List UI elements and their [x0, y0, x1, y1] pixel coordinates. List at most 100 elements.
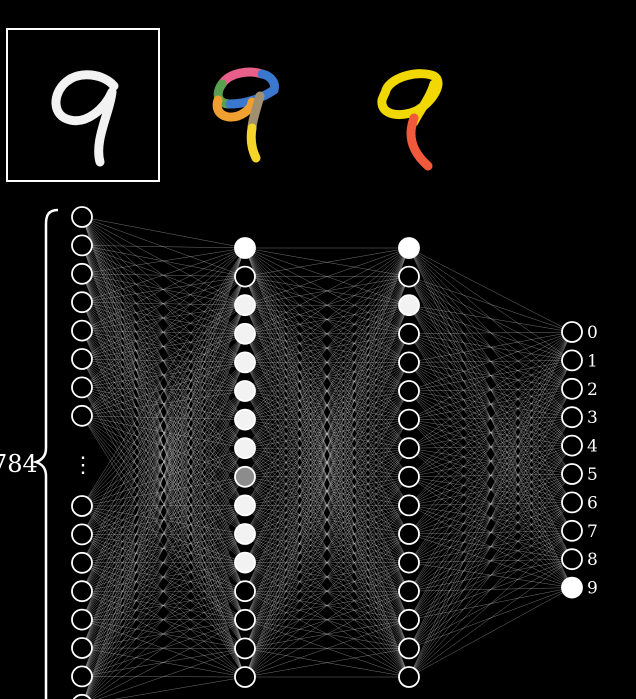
edge [408, 331, 573, 506]
hidden1-neuron [234, 666, 256, 688]
hidden1-neuron [234, 408, 256, 431]
edge [408, 360, 573, 678]
hidden2-neuron [398, 637, 420, 660]
hidden2-neuron [398, 380, 420, 402]
edge [81, 245, 246, 249]
input-neuron [71, 404, 93, 427]
edge [83, 276, 246, 699]
input-neuron [71, 665, 93, 688]
edge [89, 590, 246, 699]
hidden2-neuron [398, 237, 420, 259]
output-label: 1 [587, 351, 598, 371]
edge [408, 388, 573, 678]
edge [84, 305, 246, 699]
edge [85, 476, 246, 699]
edge [408, 247, 573, 333]
hidden2-neuron [398, 580, 420, 603]
edge [81, 247, 246, 563]
edge [81, 415, 246, 592]
edge [244, 247, 410, 649]
input-neuron [71, 319, 93, 342]
input-neuron [71, 580, 93, 603]
edge [408, 331, 573, 335]
edge [81, 247, 246, 416]
hidden2-neuron [398, 437, 420, 460]
output-neuron [561, 406, 583, 429]
edge [408, 445, 573, 678]
hidden1-neuron [234, 523, 256, 545]
input-neuron [71, 551, 93, 574]
edge [81, 247, 246, 303]
edge [244, 247, 410, 678]
edge [408, 331, 573, 620]
edge [408, 331, 573, 592]
input-neuron [71, 348, 93, 370]
hidden1-neuron [234, 294, 256, 317]
edge [81, 247, 246, 649]
edge [408, 558, 573, 678]
edge [244, 505, 410, 678]
edge [244, 590, 410, 678]
hidden2-neuron [398, 494, 420, 517]
output-label: 0 [587, 323, 598, 343]
edge [244, 648, 410, 678]
output-label: 8 [587, 550, 598, 570]
edge [244, 247, 410, 563]
output-label: 4 [587, 437, 598, 457]
output-label: 7 [587, 522, 598, 542]
edge [244, 562, 410, 678]
hidden2-neuron [398, 322, 420, 345]
input-neuron [71, 376, 93, 399]
edge [81, 247, 246, 275]
input-neuron [71, 608, 93, 631]
edge [408, 502, 573, 678]
hidden2-neuron [398, 465, 420, 488]
edge [81, 415, 246, 620]
edge [81, 247, 246, 592]
edge [244, 333, 410, 678]
hidden1-neuron [234, 437, 256, 460]
edge [81, 247, 246, 388]
edge [81, 216, 246, 249]
edge [244, 247, 410, 335]
edge [408, 331, 573, 420]
edge [408, 530, 573, 678]
edge [244, 619, 410, 678]
input-size-brace: 784 [0, 208, 59, 699]
edge [84, 362, 246, 699]
hidden2-neuron [398, 265, 420, 288]
edge [244, 247, 410, 363]
edge [88, 562, 246, 699]
edge [408, 331, 573, 449]
output-label: 2 [587, 380, 598, 400]
input-neuron [72, 693, 92, 699]
edge [84, 390, 246, 699]
hidden1-neuron [234, 608, 256, 631]
edge [408, 331, 573, 563]
edge [244, 419, 410, 678]
edge [408, 587, 573, 678]
edge [81, 415, 246, 678]
hidden2-neuron [398, 351, 420, 374]
edge [408, 331, 573, 363]
edge [244, 247, 410, 306]
edge [244, 305, 410, 678]
edge [408, 473, 573, 678]
hidden1-neuron [234, 322, 256, 345]
edge [408, 331, 573, 649]
network-edges [81, 216, 573, 699]
hidden1-neuron [234, 237, 256, 259]
edge [244, 247, 410, 420]
digit-components-image [212, 67, 279, 163]
edge [81, 276, 246, 416]
edge [408, 276, 573, 333]
hidden1-neuron [234, 380, 256, 402]
hidden2-neuron [398, 408, 420, 431]
hidden2-neuron [398, 294, 420, 317]
edge [84, 333, 246, 699]
input-size-label: 784 [0, 450, 38, 478]
input-ellipsis: ⋮ [72, 453, 94, 478]
hidden1-neuron [234, 551, 256, 574]
